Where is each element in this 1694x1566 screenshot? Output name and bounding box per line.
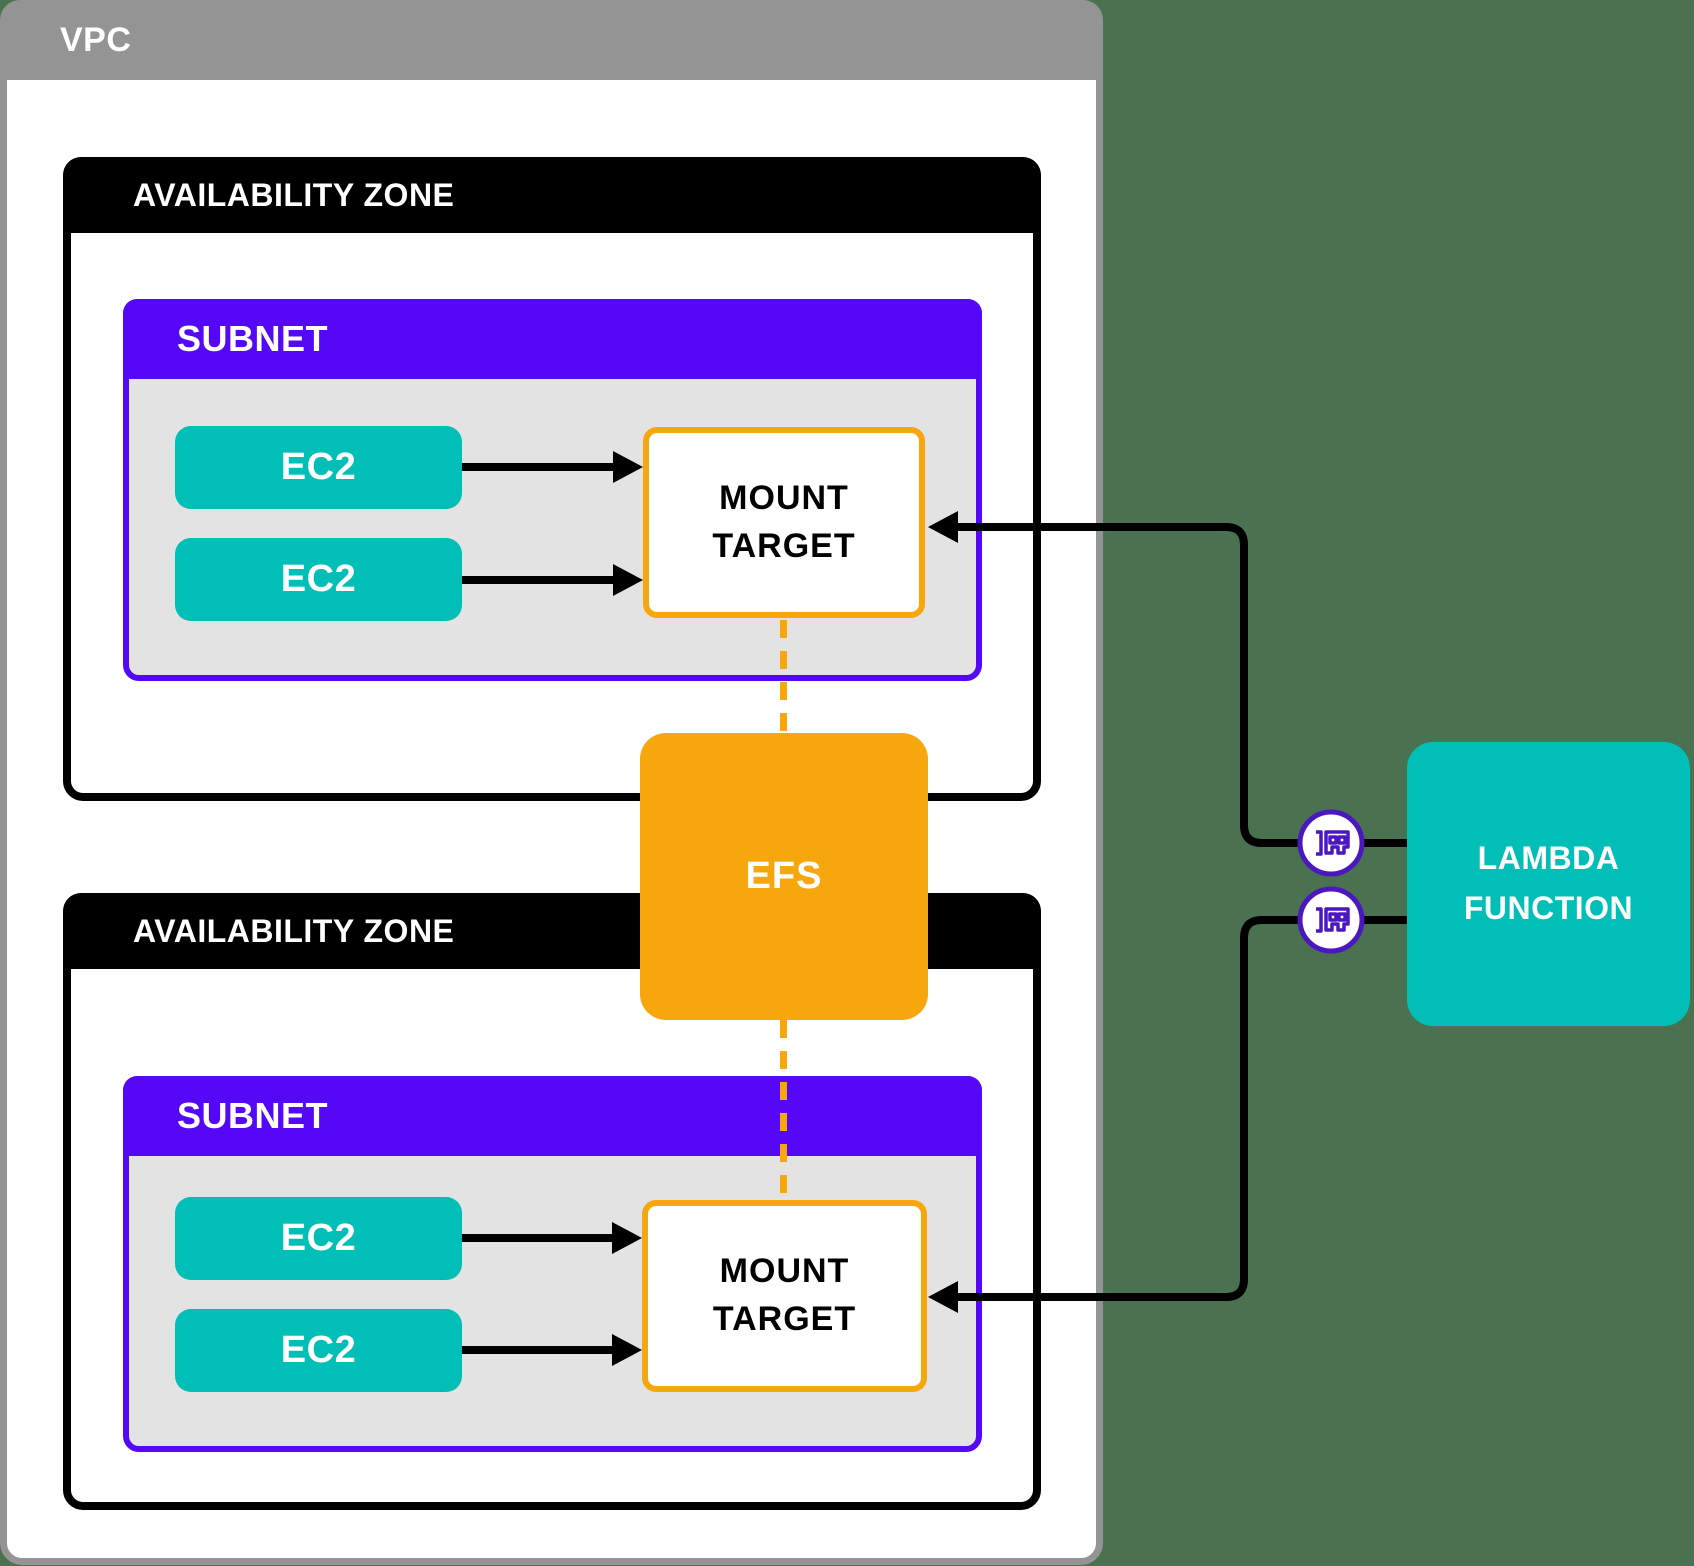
- efs-box: EFS: [640, 733, 928, 1020]
- arrowhead-icon: [612, 1222, 642, 1254]
- efs-label: EFS: [745, 855, 823, 897]
- ec2-instance-2b: EC2: [175, 1309, 462, 1392]
- subnet2-title: SUBNET: [177, 1095, 329, 1136]
- efs-mount-target-dashed-connector: [780, 620, 787, 733]
- ec2-to-mount-target-arrow: [462, 1346, 614, 1354]
- ec2-label: EC2: [280, 1329, 357, 1371]
- ec2-instance-1a: EC2: [175, 426, 462, 509]
- ec2-to-mount-target-arrow: [462, 463, 615, 471]
- arrowhead-icon: [612, 1334, 642, 1366]
- az1-header: AVAILABILITY ZONE: [63, 157, 1041, 233]
- subnet-2: SUBNET EC2 EC2 MOUNT TARGET: [123, 1076, 982, 1452]
- vpc-container: VPC AVAILABILITY ZONE SUBNET EC2 EC2: [0, 0, 1103, 1565]
- mount-target-label: MOUNT TARGET: [712, 1252, 857, 1338]
- ec2-to-mount-target-arrow: [462, 576, 615, 584]
- subnet2-header: SUBNET: [123, 1076, 982, 1156]
- ec2-to-mount-target-arrow: [462, 1234, 614, 1242]
- arrowhead-icon: [613, 564, 643, 596]
- ec2-label: EC2: [280, 558, 357, 600]
- arrowhead-icon: [613, 451, 643, 483]
- mount-target-2: MOUNT TARGET: [642, 1200, 927, 1392]
- vpc-header: VPC: [0, 0, 1103, 80]
- network-interface-icon: [1297, 809, 1365, 877]
- subnet1-title: SUBNET: [177, 318, 329, 359]
- ec2-label: EC2: [280, 1217, 357, 1259]
- lambda-label: LAMBDA FUNCTION: [1463, 840, 1634, 926]
- lambda-function-box: LAMBDA FUNCTION: [1407, 742, 1690, 1026]
- ec2-instance-1b: EC2: [175, 538, 462, 621]
- efs-mount-target-dashed-connector: [780, 1020, 787, 1200]
- mount-target-label: MOUNT TARGET: [712, 478, 856, 565]
- ec2-label: EC2: [280, 446, 357, 488]
- az2-title: AVAILABILITY ZONE: [133, 912, 455, 949]
- mount-target-1: MOUNT TARGET: [643, 427, 925, 618]
- subnet1-header: SUBNET: [123, 299, 982, 379]
- availability-zone-1: AVAILABILITY ZONE SUBNET EC2 EC2 MOUNT T…: [63, 157, 1041, 801]
- subnet-1: SUBNET EC2 EC2 MOUNT TARGET: [123, 299, 982, 681]
- vpc-title: VPC: [60, 20, 132, 59]
- network-interface-icon: [1297, 886, 1365, 954]
- ec2-instance-2a: EC2: [175, 1197, 462, 1280]
- az1-title: AVAILABILITY ZONE: [133, 176, 455, 213]
